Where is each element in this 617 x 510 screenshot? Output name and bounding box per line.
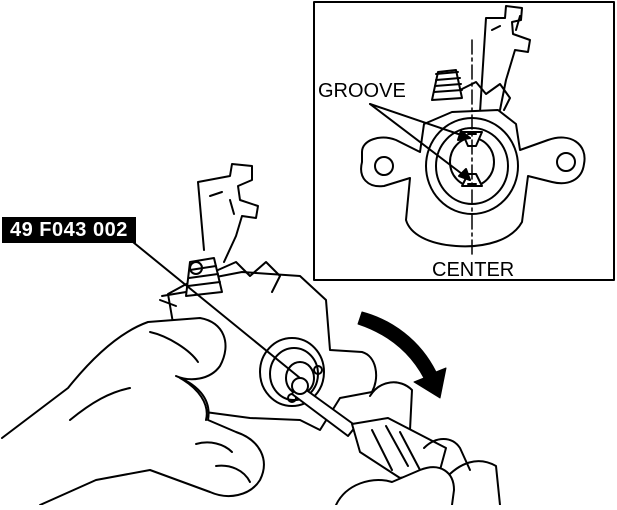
center-label: CENTER (432, 259, 515, 281)
inset-mount-hole-left (374, 156, 394, 176)
inset-bracket (479, 5, 531, 113)
main-bracket (197, 163, 259, 263)
tool-number-label: 49 F043 002 (2, 217, 136, 243)
hands-and-tool (1, 317, 501, 506)
groove-leader-bottom (369, 103, 471, 181)
left-hand (1, 317, 265, 506)
inset-detail (313, 1, 615, 281)
main-spring (185, 257, 281, 297)
groove-leader-top (369, 103, 471, 139)
inset-spring (431, 69, 511, 111)
rotation-arrow-icon (357, 311, 447, 399)
groove-label: GROOVE (318, 80, 406, 102)
inset-mount-hole-right (556, 152, 576, 172)
tool-leader-line (127, 237, 301, 379)
